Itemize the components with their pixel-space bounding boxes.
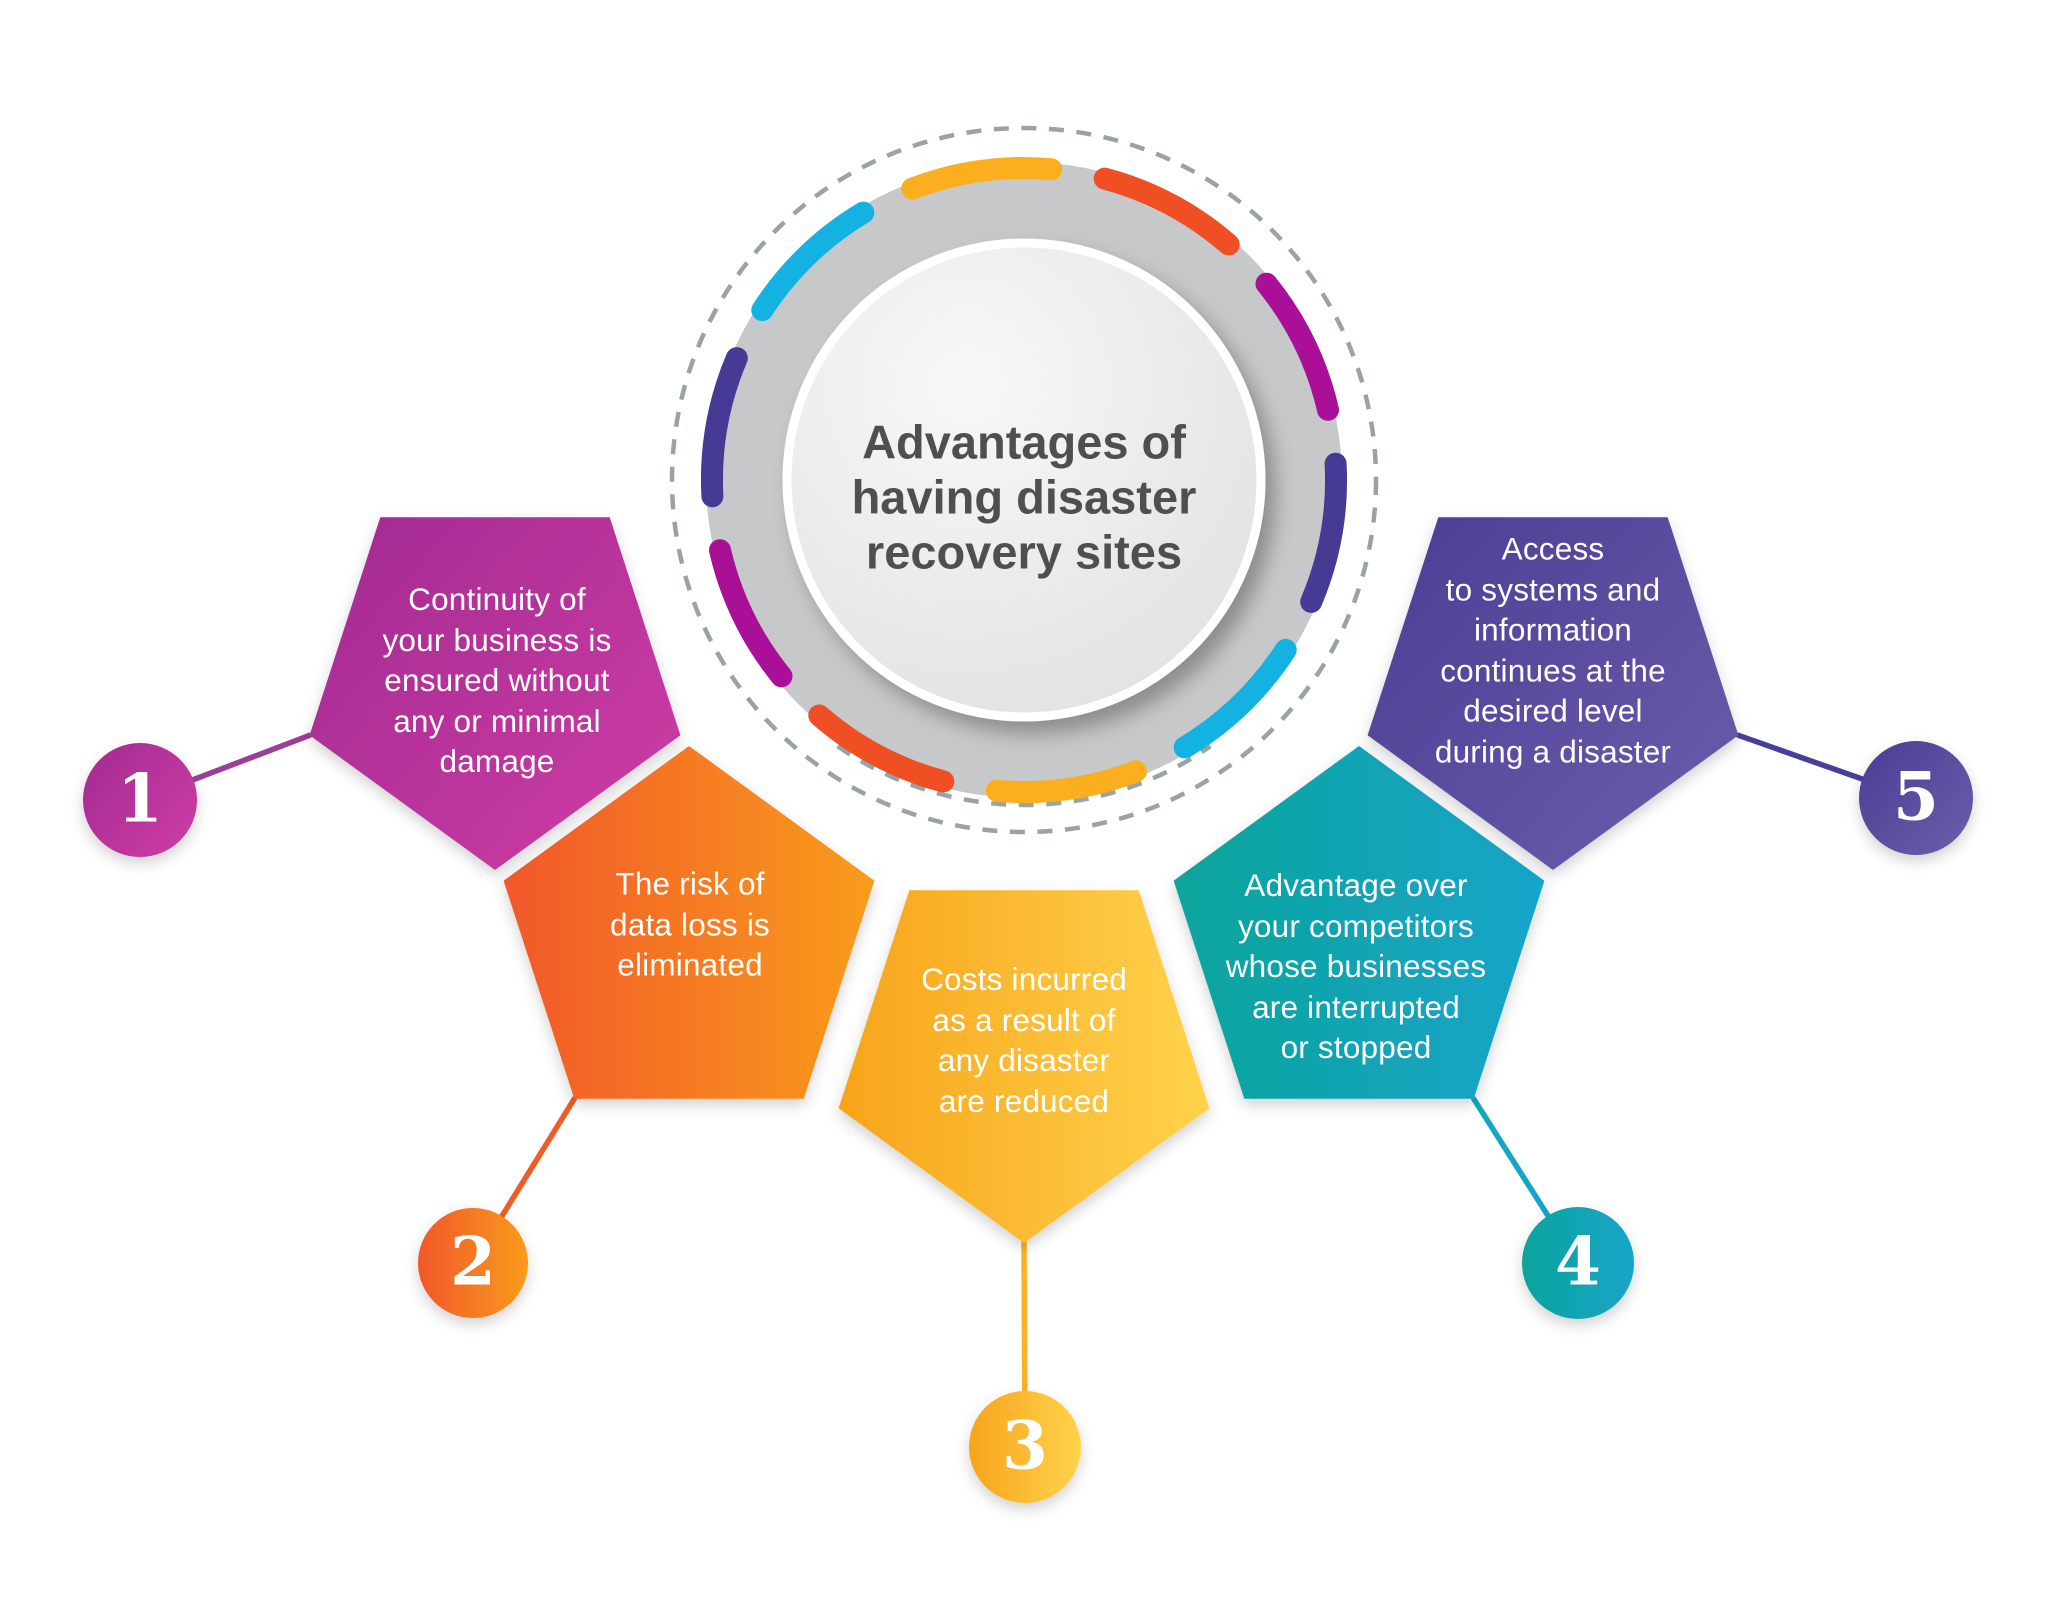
step-number-3: 3: [1002, 1406, 1048, 1485]
number-circle-2: [418, 1208, 528, 1318]
hub-title: Advantages of having disaster recovery s…: [851, 415, 1197, 579]
step-number-1: 1: [117, 759, 163, 838]
arc-segment-8: [709, 539, 793, 688]
number-circle-4: [1522, 1207, 1634, 1319]
pentagon-5: [1367, 517, 1739, 870]
arc-segment-6: [985, 760, 1147, 803]
step-number-5: 5: [1893, 757, 1939, 836]
step-number-4: 4: [1555, 1222, 1601, 1301]
dashed-arc-bottom: [836, 744, 1212, 808]
dashed-ring: [669, 125, 1379, 835]
pentagon-4: [1173, 746, 1545, 1099]
arc-segment-1: [901, 157, 1063, 200]
pentagon-1: [309, 517, 681, 870]
arc-segment-9: [700, 347, 748, 508]
pentagon-2-label: The risk of data loss is eliminated: [610, 865, 770, 983]
pentagon-4-label: Advantage over your competitors whose bu…: [1225, 866, 1487, 1065]
step-number-2: 2: [450, 1222, 496, 1301]
arc-segment-10: [751, 201, 875, 322]
arc-segment-3: [1255, 272, 1339, 421]
arc-segment-7: [808, 704, 955, 793]
hub-circle: [782, 238, 1266, 722]
pentagon-3-label: Costs incurred as a result of any disast…: [921, 961, 1127, 1119]
number-circle-3: [969, 1391, 1081, 1503]
number-circle-1: [83, 743, 197, 857]
arc-segment-4: [1300, 452, 1348, 613]
pentagon-3: [838, 890, 1210, 1243]
pentagon-1-label: Continuity of your business is ensured w…: [382, 580, 612, 779]
number-circle-5: [1859, 741, 1973, 855]
arc-segment-5: [1173, 638, 1297, 759]
pentagon-5-label: Access to systems and information contin…: [1434, 530, 1672, 770]
arc-segment-2: [1093, 167, 1240, 256]
pentagon-2: [503, 746, 875, 1099]
